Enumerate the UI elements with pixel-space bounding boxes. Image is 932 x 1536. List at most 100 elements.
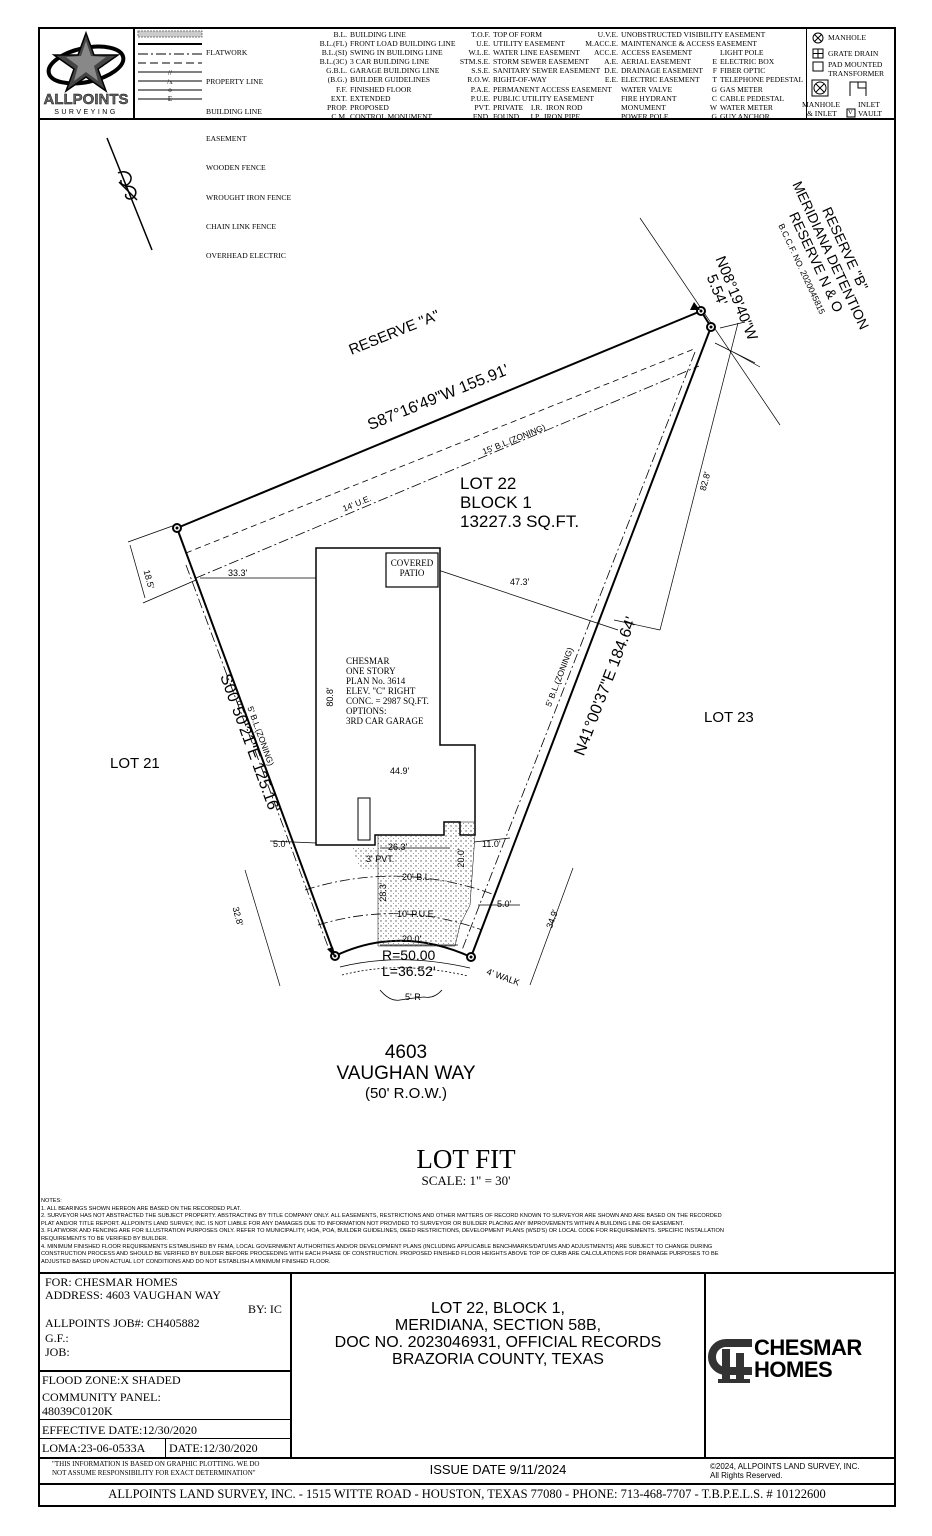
note-line: REQUIREMENTS TO BE VERIFIED BY BUILDER. xyxy=(41,1235,168,1242)
legend-desc: STORM SEWER EASEMENT xyxy=(493,57,590,67)
svg-text:o: o xyxy=(168,86,172,94)
note-line: ADJUSTED BASED UPON ACTUAL LOT CONDITION… xyxy=(41,1258,331,1265)
legend-row: A.E.AERIAL EASEMENT xyxy=(572,57,765,66)
legend-abbrev: B.L. xyxy=(333,30,347,39)
tb-divider xyxy=(165,1438,166,1457)
chesmar-homes-logo: CHESMAR HOMES xyxy=(708,1333,896,1389)
dimension-labels: 18.5' 33.3' 47.3' 82.8' 80.8' 44.9' 5.0'… xyxy=(142,470,713,1002)
job-field: JOB: xyxy=(45,1345,70,1359)
lot-21-label: LOT 21 xyxy=(110,755,160,772)
legend-abbrev: R.O.W. xyxy=(467,75,490,85)
legend-row: U.E.UTILITY EASEMENT xyxy=(440,39,612,48)
legend-row: T.O.F.TOP OF FORM xyxy=(440,30,612,39)
svg-text:PATIO: PATIO xyxy=(400,568,425,578)
legend-abbrev: G.B.L. xyxy=(326,66,347,76)
legend-abbrev: F.F. xyxy=(335,84,347,94)
legend-abbrev: U.V.E. xyxy=(597,30,618,39)
client-name: FOR: CHESMAR HOMES xyxy=(45,1275,178,1289)
allpoints-logo: ALLPOINTS SURVEYING xyxy=(40,29,132,117)
legend-row: W.L.E.WATER LINE EASEMENT xyxy=(440,48,612,57)
manhole-inlet-icon xyxy=(811,79,829,97)
legend-abbrev: PVT. xyxy=(474,102,490,112)
svg-text:44.9': 44.9' xyxy=(390,766,410,776)
svg-text:4603: 4603 xyxy=(385,1042,427,1063)
gf-number: G.F.: xyxy=(45,1331,69,1345)
notes-block: NOTES:1. ALL BEARINGS SHOWN HEREON ARE B… xyxy=(41,1198,891,1266)
tb-divider xyxy=(38,1370,291,1372)
svg-text:5.0': 5.0' xyxy=(497,899,512,909)
legend-row: D.E.DRAINAGE EASEMENT xyxy=(572,66,765,75)
svg-text:4' WALK: 4' WALK xyxy=(485,966,521,987)
legend-row: E.E.ELECTRIC EASEMENT xyxy=(572,75,765,84)
lot-fit-plan: RESERVE "A" RESERVE "B" MERIDIANA DETENT… xyxy=(106,137,872,1188)
legend-panel xyxy=(38,27,896,120)
legend-desc: BUILDER GUIDELINES xyxy=(350,75,430,85)
manhole-icon xyxy=(812,32,824,44)
svg-text:80.8': 80.8' xyxy=(325,687,335,707)
legend-desc: DRAINAGE EASEMENT xyxy=(621,66,704,76)
legend-abbrev: W.L.E. xyxy=(468,48,490,58)
legend-desc: PRIVATE I.R. IRON ROD xyxy=(493,102,583,112)
covered-patio xyxy=(385,552,439,588)
legend-row: POWER POLE xyxy=(572,112,765,121)
legend-row: F.F.FINISHED FLOOR xyxy=(292,85,456,94)
community-panel: 48039C0120K xyxy=(42,1404,113,1418)
legend-desc: FOUND I.P. IRON PIPE xyxy=(493,111,581,121)
covered-patio-label: COVERED PATIO xyxy=(391,558,434,578)
svg-text:ONE STORY: ONE STORY xyxy=(346,666,396,676)
svg-text:R=50.00: R=50.00 xyxy=(382,947,436,963)
svg-text:3RD CAR GARAGE: 3RD CAR GARAGE xyxy=(346,716,424,726)
legend-row: STM.S.E.STORM SEWER EASEMENT xyxy=(440,57,612,66)
legend-desc: FIRE HYDRANT xyxy=(621,93,677,103)
grate-drain-icon xyxy=(812,48,824,59)
svg-text:OPTIONS:: OPTIONS: xyxy=(346,706,387,716)
legend-abbrev: S.S.E. xyxy=(471,66,490,76)
legend-line-labels: FLATWORK PROPERTY LINE BUILDING LINE EAS… xyxy=(206,48,292,261)
legend-row: B.L.(FL)FRONT LOAD BUILDING LINE xyxy=(292,39,456,48)
legend-abbrev: C.M. xyxy=(331,111,347,121)
community-panel-label: COMMUNITY PANEL: xyxy=(42,1390,161,1404)
legend-abbrev: D.E. xyxy=(604,66,618,76)
legend-abbrev: PROP. xyxy=(326,102,347,112)
svg-text:(50' R.O.W.): (50' R.O.W.) xyxy=(365,1085,447,1102)
svg-text://: // xyxy=(168,69,172,77)
legend-desc: FRONT LOAD BUILDING LINE xyxy=(350,39,456,49)
legend-row: U.V.E.UNOBSTRUCTED VISIBILITY EASEMENT xyxy=(572,30,766,39)
legend-row: PROP.PROPOSED xyxy=(292,103,456,112)
plan-title: LOT FIT xyxy=(416,1144,516,1174)
svg-text:ELEV. "C" RIGHT: ELEV. "C" RIGHT xyxy=(346,686,416,696)
legend-abbrev: FND. xyxy=(472,111,490,121)
svg-text:CONC. = 2987 SQ.FT.: CONC. = 2987 SQ.FT. xyxy=(346,696,429,706)
legend-row: P.A.E.PERMANENT ACCESS EASEMENT xyxy=(440,85,612,94)
note-line: CONSTRUCTION PROCESS AND SHOULD BE VERIF… xyxy=(41,1251,719,1258)
legend-desc: ELECTRIC EASEMENT xyxy=(621,75,700,85)
legend-abbrev: F xyxy=(712,66,717,76)
effective-date: EFFECTIVE DATE:12/30/2020 xyxy=(42,1423,197,1437)
tb-divider xyxy=(38,1438,291,1439)
tb-divider xyxy=(38,1457,896,1459)
legend-abbrev: M.ACC.E. xyxy=(585,39,618,49)
legend-row: C.M.CONTROL MONUMENT xyxy=(292,112,456,121)
svg-text:COVERED: COVERED xyxy=(391,558,434,568)
svg-text:28.3': 28.3' xyxy=(378,882,388,902)
legend-desc: PERMANENT ACCESS EASEMENT xyxy=(493,84,612,94)
legend-abbrev: W xyxy=(709,102,717,112)
tb-divider xyxy=(290,1272,292,1458)
legend-desc: ACCESS EASEMENT xyxy=(621,48,693,58)
client-address: ADDRESS: 4603 VAUGHAN WAY xyxy=(45,1288,221,1302)
street-address: 4603 VAUGHAN WAY (50' R.O.W.) xyxy=(337,1042,476,1102)
legend-row: FND.FOUND I.P. IRON PIPE xyxy=(440,112,612,121)
disclaimer: "THIS INFORMATION IS BASED ON GRAPHIC PL… xyxy=(52,1460,260,1477)
svg-text:VAUGHAN WAY: VAUGHAN WAY xyxy=(337,1063,476,1084)
legend-desc: FIBER OPTIC xyxy=(720,66,766,76)
legend-desc: CABLE PEDESTAL xyxy=(720,93,785,103)
note-line: 3. FLATWORK AND FENCING ARE FOR ILLUSTRA… xyxy=(41,1228,724,1235)
svg-text:26.3': 26.3' xyxy=(388,842,408,852)
note-line: 4. MINIMUM FINISHED FLOOR REQUIREMENTS E… xyxy=(41,1243,713,1250)
svg-text:33.3': 33.3' xyxy=(228,568,248,578)
legend-abbrev: STM.S.E. xyxy=(459,57,490,67)
legend-desc: PROPOSED xyxy=(350,102,389,112)
